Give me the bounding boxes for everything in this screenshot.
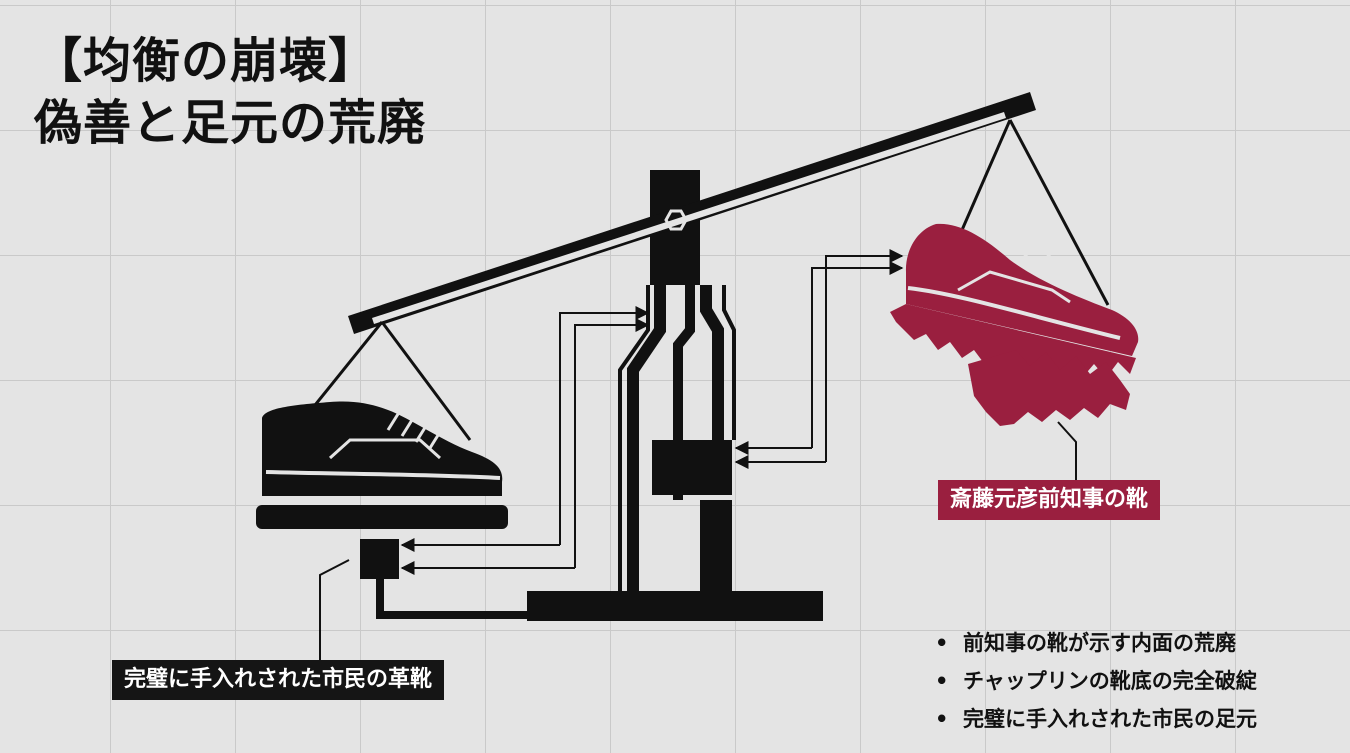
broken-shoe-icon [890,223,1139,426]
list-item: 前知事の靴が示す内面の荒廃 [935,624,1257,662]
right-pan-strings [960,119,1110,306]
saito-shoes-label: 斎藤元彦前知事の靴 [938,480,1161,520]
flow-arrows [400,249,904,575]
label-leaders [319,421,1077,660]
list-item: 完璧に手入れされた市民の足元 [935,700,1257,738]
scale-beam [348,92,1036,334]
title-line-1: 【均衡の崩壊】 [34,33,378,89]
title-line-2: 偽善と足元の荒廃 [34,95,427,151]
citizen-shoes-label: 完璧に手入れされた市民の革靴 [112,660,445,700]
leather-shoe-icon [256,401,508,529]
list-item: チャップリンの靴底の完全破綻 [935,662,1257,700]
hexagon-bolt-icon [664,209,688,231]
sensor-block [360,539,527,619]
page-title: 【均衡の崩壊】 偽善と足元の荒廃 [34,30,426,154]
summary-list: 前知事の靴が示す内面の荒廃 チャップリンの靴底の完全破綻 完璧に手入れされた市民… [935,624,1257,738]
scale-base [527,591,823,621]
